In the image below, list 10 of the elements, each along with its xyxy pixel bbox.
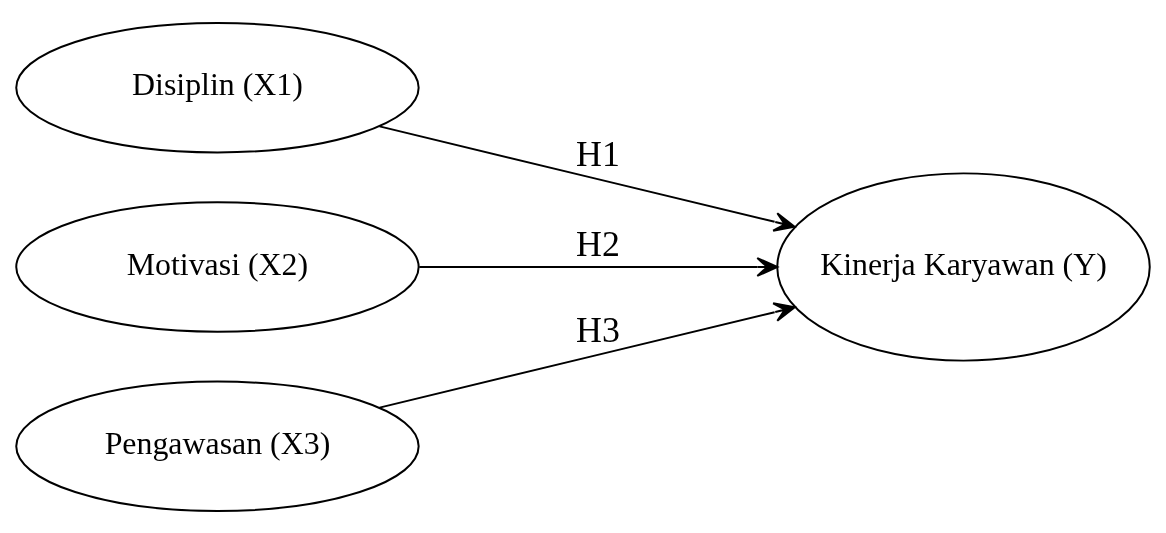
node-ellipse: Motivasi (X2) [15, 200, 420, 333]
arrow [378, 301, 796, 409]
edge-label: H3 [576, 309, 620, 349]
node-ellipse: Pengawasan (X3) [15, 380, 420, 512]
arrow [378, 124, 796, 232]
node-ellipse: Kinerja Karyawan (Y) [776, 171, 1151, 362]
node-ellipse: Disiplin (X1) [15, 21, 420, 153]
edge-label: H1 [576, 133, 620, 174]
arrow [418, 256, 779, 277]
edge-label: H2 [576, 223, 620, 264]
